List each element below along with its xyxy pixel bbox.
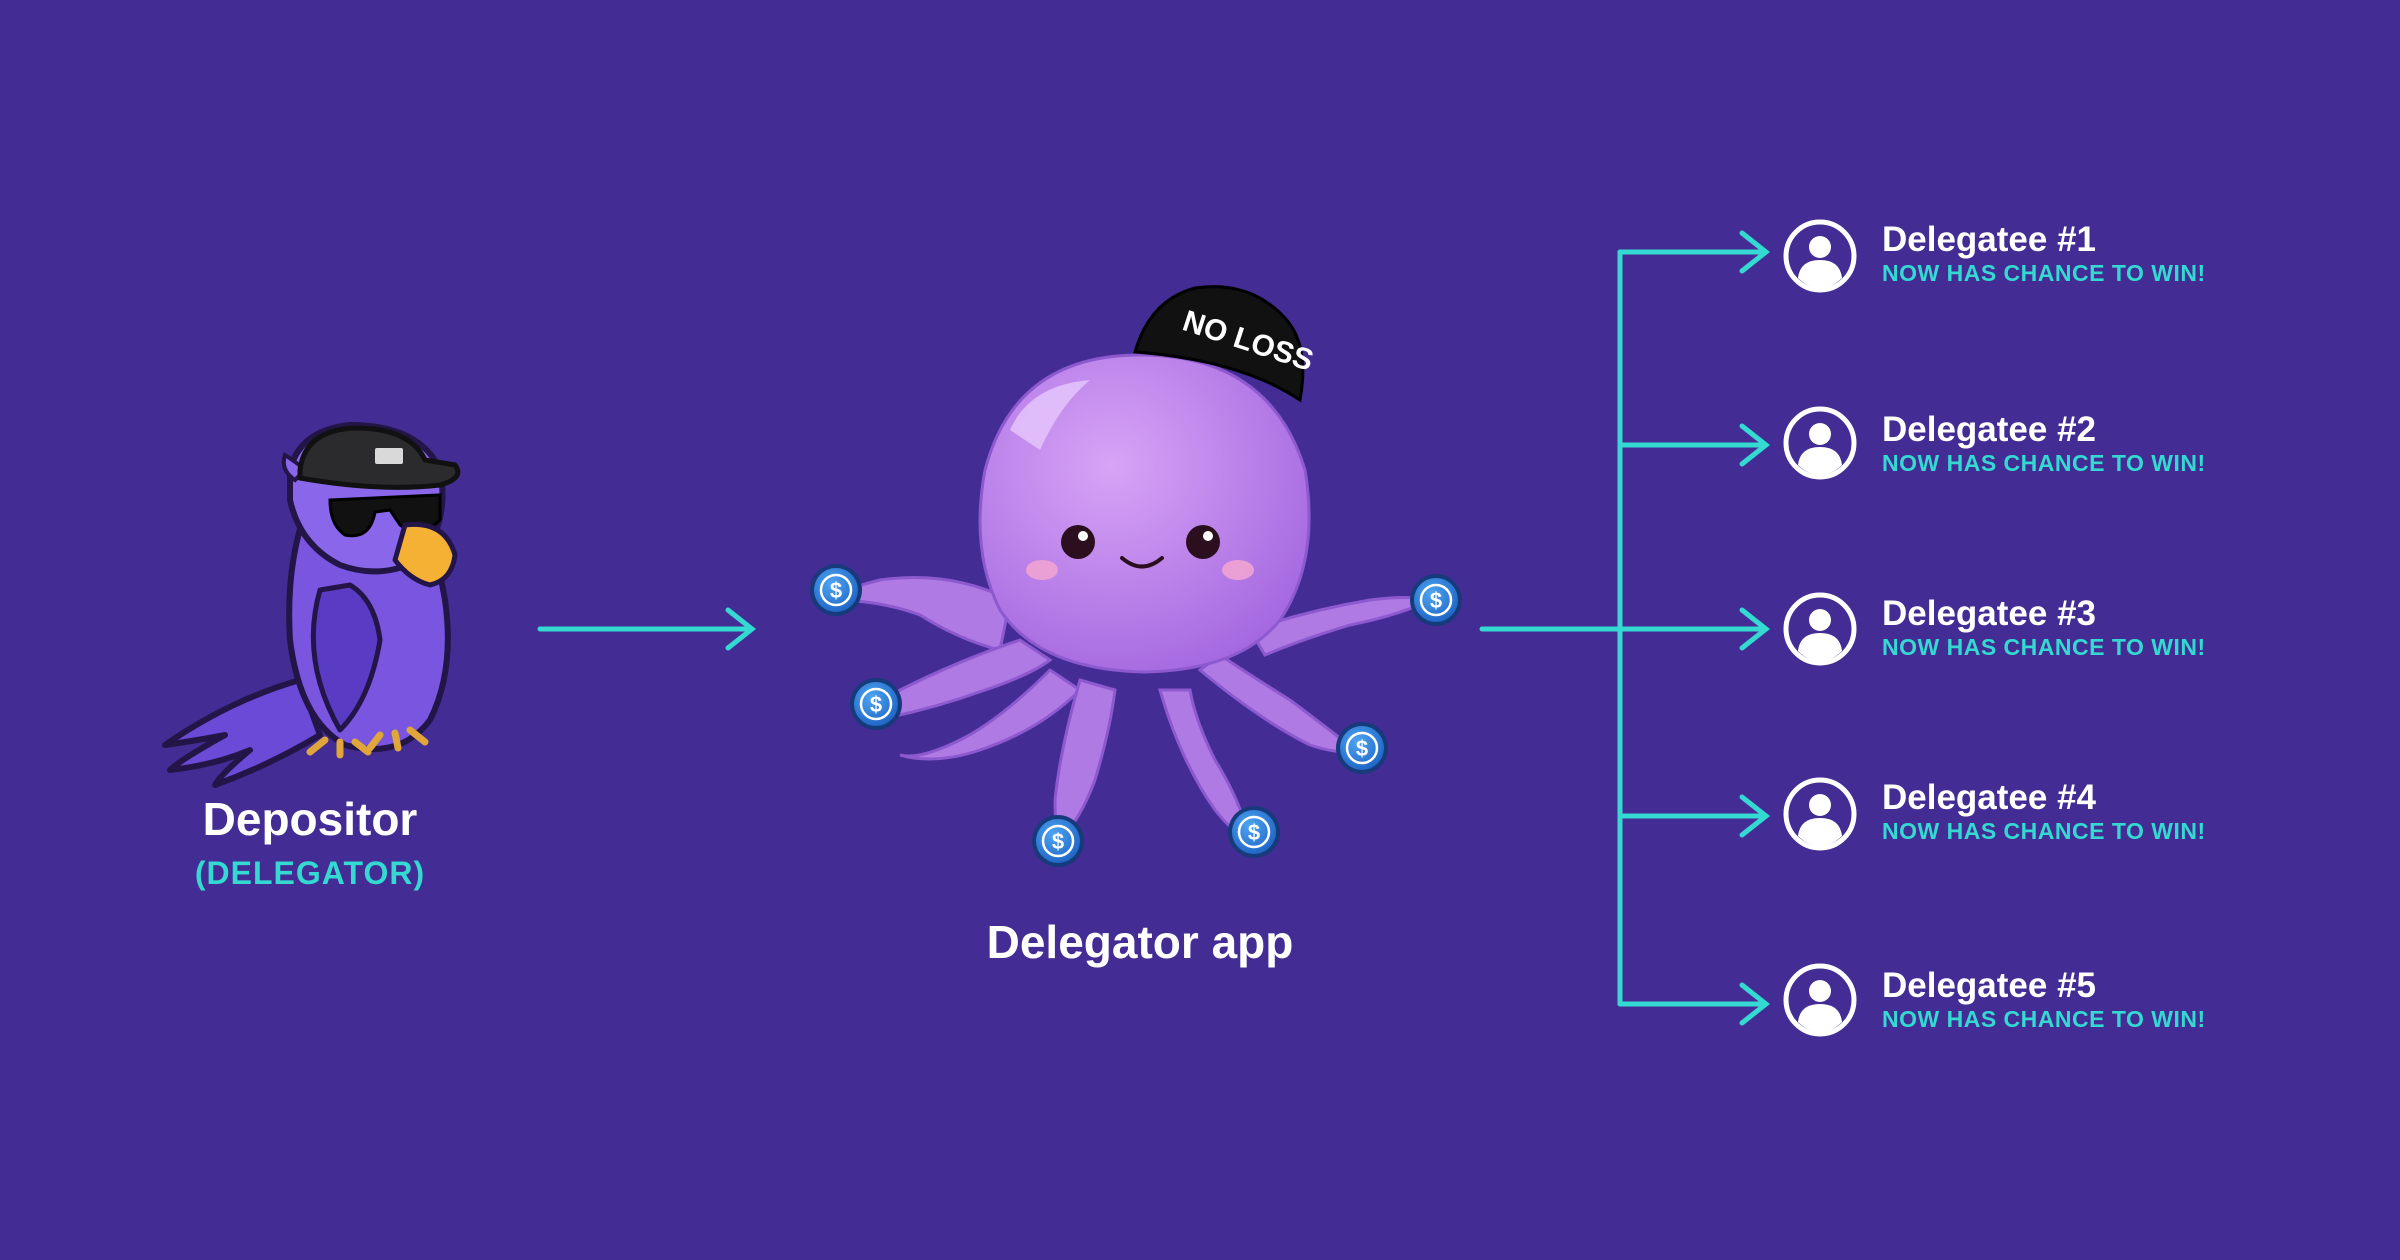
usdc-coin-icon: $	[1410, 574, 1462, 626]
delegatee-subtitle: NOW HAS CHANCE TO WIN!	[1882, 450, 2206, 476]
flow-arrow-delegatee-5	[1617, 982, 1771, 1026]
user-circle-icon	[1783, 963, 1857, 1037]
delegatee-subtitle: NOW HAS CHANCE TO WIN!	[1882, 260, 2206, 286]
parrot-mascot-icon	[162, 422, 461, 788]
delegatee-title: Delegatee #3	[1882, 594, 2097, 633]
usdc-coin-icon: $	[810, 564, 862, 616]
flow-connector-tree	[1479, 249, 1623, 1007]
user-circle-icon	[1783, 592, 1857, 666]
usdc-coin-icon: $	[850, 678, 902, 730]
delegatee-item: Delegatee #1 NOW HAS CHANCE TO WIN!	[1882, 220, 2206, 287]
svg-text:$: $	[1430, 588, 1442, 613]
delegatee-item: Delegatee #2 NOW HAS CHANCE TO WIN!	[1882, 410, 2206, 477]
octopus-mascot-icon	[826, 285, 1435, 843]
svg-text:$: $	[830, 578, 842, 603]
flow-arrow-delegatee-4	[1617, 794, 1771, 838]
user-circle-icon	[1783, 406, 1857, 480]
user-circle-icon	[1783, 777, 1857, 851]
delegatee-subtitle: NOW HAS CHANCE TO WIN!	[1882, 818, 2206, 844]
flow-arrow-delegatee-1	[1617, 230, 1771, 274]
flow-arrow-depositor-to-app	[537, 607, 757, 651]
svg-text:$: $	[1356, 736, 1368, 761]
delegatee-item: Delegatee #5 NOW HAS CHANCE TO WIN!	[1882, 966, 2206, 1033]
usdc-coin-icon: $	[1032, 815, 1084, 867]
user-circle-icon	[1783, 219, 1857, 293]
svg-text:$: $	[1248, 820, 1260, 845]
delegatee-title: Delegatee #2	[1882, 410, 2097, 449]
delegatee-title: Delegatee #1	[1882, 220, 2097, 259]
flow-arrow-delegatee-3	[1617, 607, 1771, 651]
depositor-subtitle: (DELEGATOR)	[194, 855, 426, 891]
flow-arrow-delegatee-2	[1617, 423, 1771, 467]
delegatee-subtitle: NOW HAS CHANCE TO WIN!	[1882, 634, 2206, 660]
delegatee-title: Delegatee #4	[1882, 778, 2097, 817]
depositor-title: Depositor	[202, 793, 418, 845]
svg-text:$: $	[1052, 829, 1064, 854]
app-title: Delegator app	[986, 916, 1294, 968]
svg-text:$: $	[870, 692, 882, 717]
delegatee-subtitle: NOW HAS CHANCE TO WIN!	[1882, 1006, 2206, 1032]
usdc-coin-icon: $	[1336, 722, 1388, 774]
delegatee-title: Delegatee #5	[1882, 966, 2097, 1005]
delegatee-item: Delegatee #3 NOW HAS CHANCE TO WIN!	[1882, 594, 2206, 661]
usdc-coin-icon: $	[1228, 806, 1280, 858]
delegatee-item: Delegatee #4 NOW HAS CHANCE TO WIN!	[1882, 778, 2206, 845]
